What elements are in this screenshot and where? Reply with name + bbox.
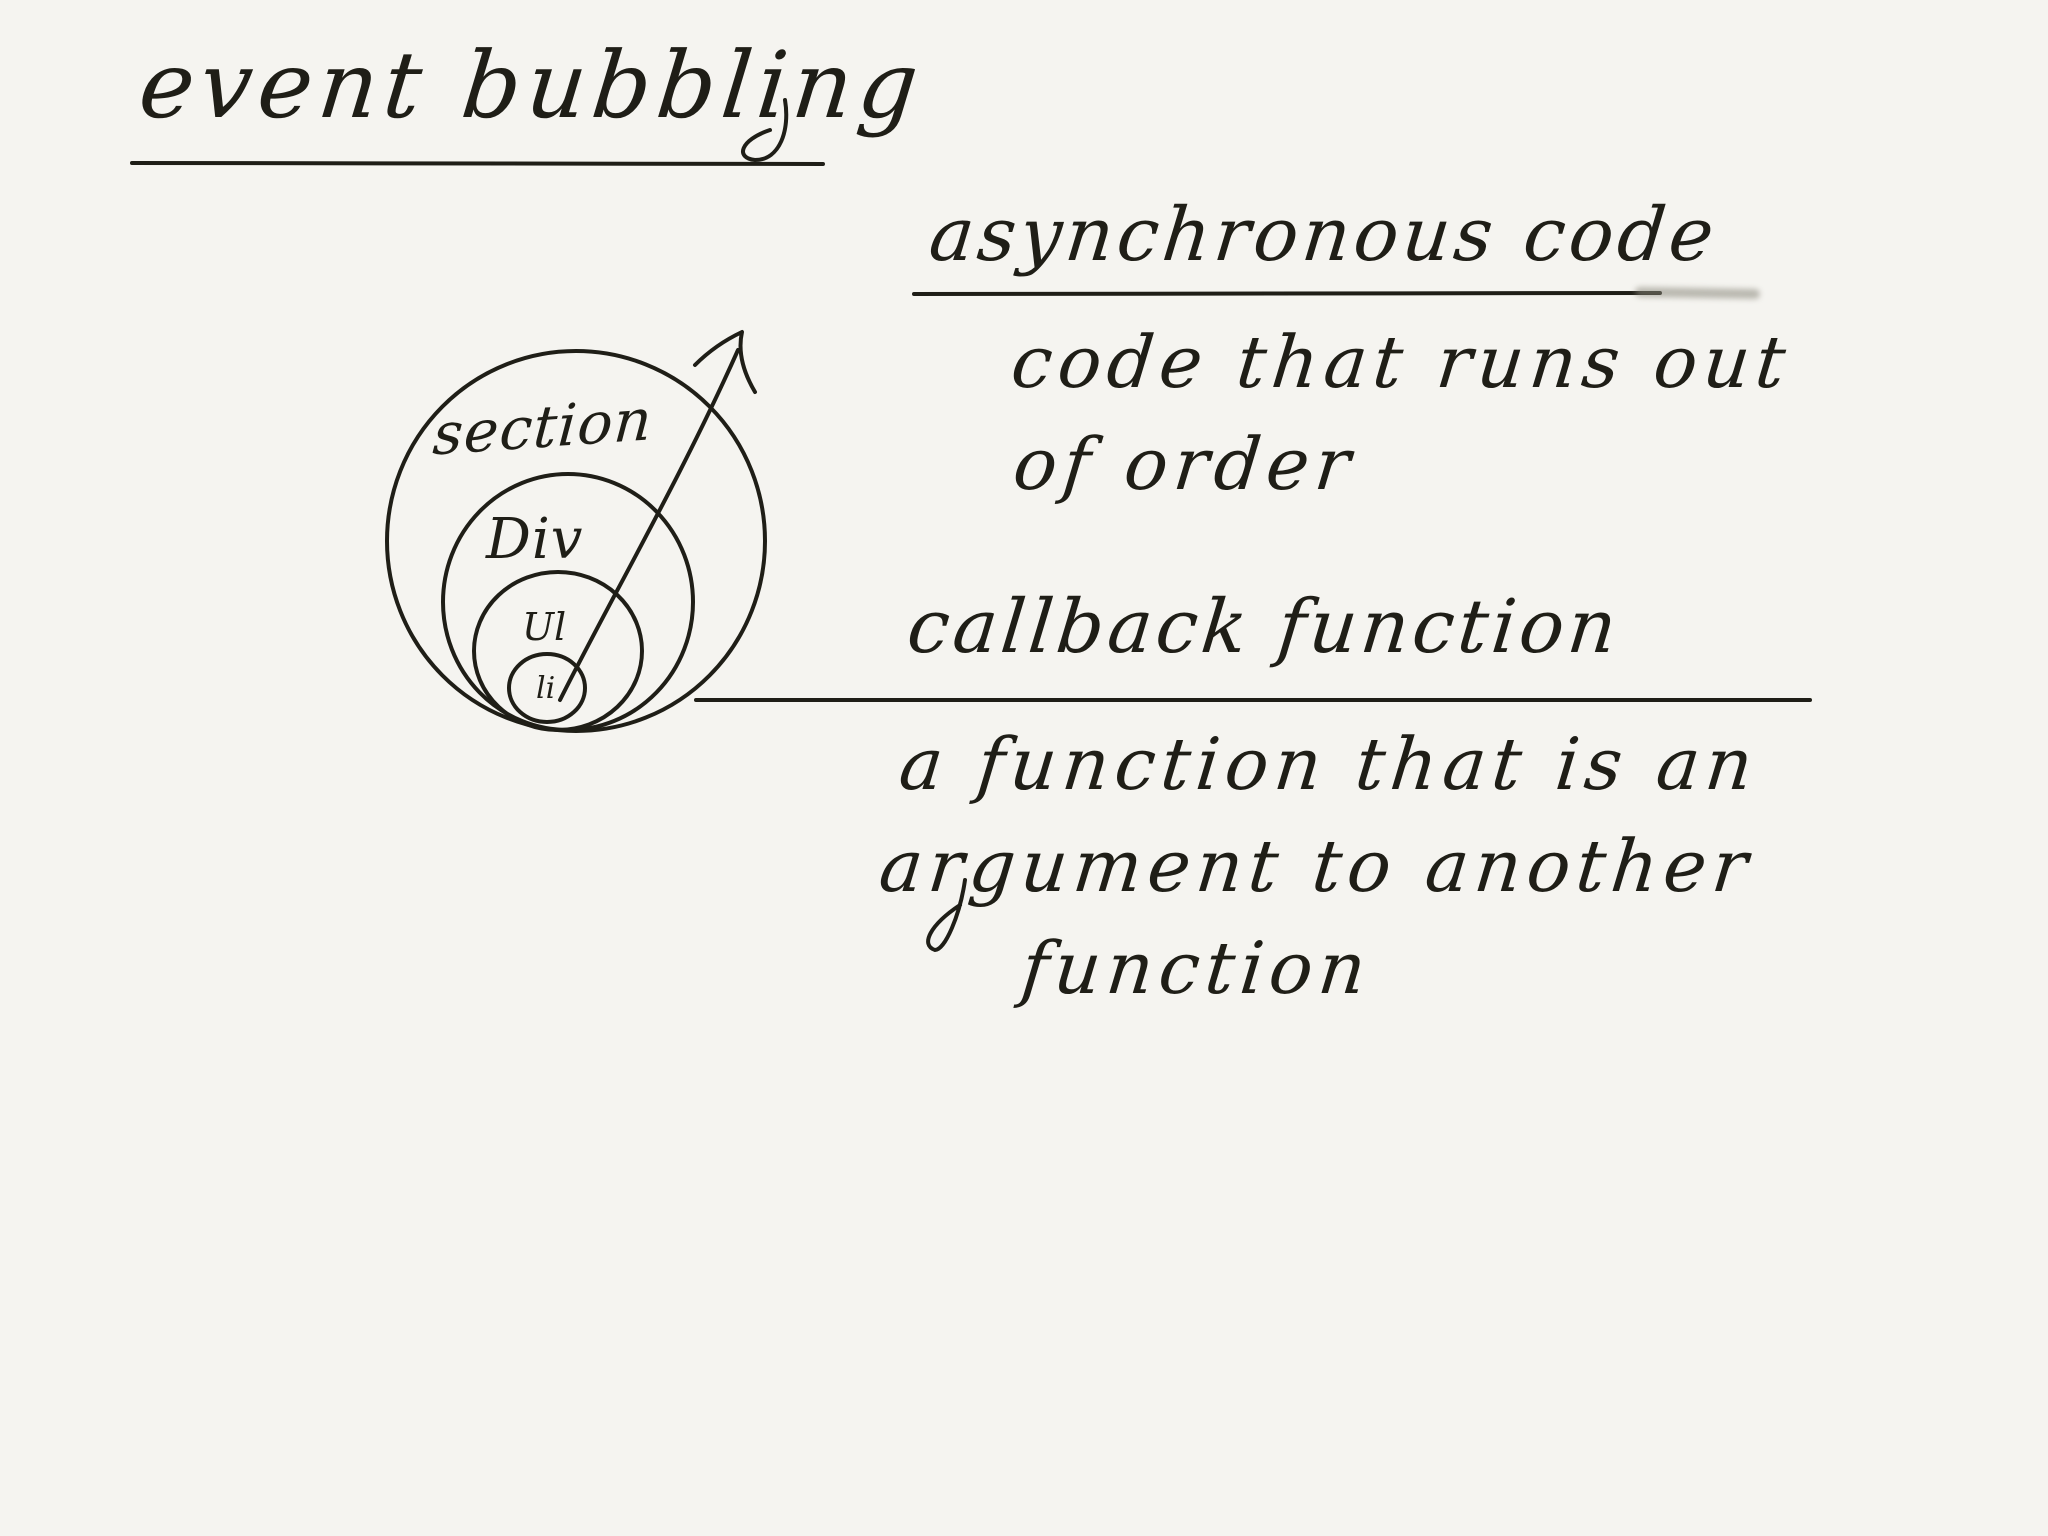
title-g-descender [741, 98, 789, 162]
callback-definition-line-1: a function that is an [895, 722, 1763, 806]
callback-definition-line-3: function [1017, 926, 1376, 1010]
argument-g-descender [926, 878, 967, 952]
async-heading: asynchronous code [925, 192, 1722, 278]
bubbling-arrow-head [693, 330, 757, 394]
title-underline [130, 161, 825, 166]
callback-definition-line-2: argument to another [875, 824, 1758, 908]
bubbling-arrow-shaft [558, 348, 740, 702]
li-circle [507, 652, 587, 724]
section-label: section [430, 385, 655, 469]
ul-label: Ul [522, 605, 567, 649]
page-title: event bubbling [134, 32, 929, 139]
async-definition-line-1: code that runs out [1007, 320, 1796, 404]
async-underline-smudge [1635, 287, 1760, 299]
async-definition-line-2: of order [1009, 422, 1361, 506]
callback-heading: callback function [903, 584, 1625, 670]
li-label: li [536, 671, 556, 706]
div-label: Div [486, 507, 584, 572]
async-heading-underline [912, 291, 1662, 296]
ul-circle [472, 570, 644, 732]
